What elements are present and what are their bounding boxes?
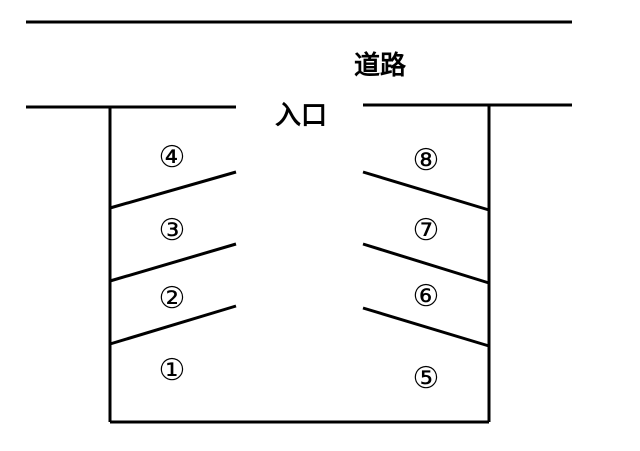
entrance-label: 入口 <box>275 101 327 131</box>
left-divider-bottom <box>109 304 237 346</box>
space-label-2: ② <box>159 281 186 316</box>
space-label-7: ⑦ <box>413 213 440 248</box>
left-divider-middle <box>109 242 237 283</box>
right-divider-top <box>362 170 490 212</box>
space-label-8: ⑧ <box>413 143 440 178</box>
right-divider-middle <box>362 242 490 285</box>
space-label-5: ⑤ <box>413 361 440 396</box>
space-label-1: ① <box>159 353 186 388</box>
right-divider-bottom <box>362 306 490 348</box>
space-label-6: ⑥ <box>413 279 440 314</box>
space-label-4: ④ <box>159 140 186 175</box>
space-label-3: ③ <box>159 213 186 248</box>
road-label: 道路 <box>354 50 407 81</box>
left-divider-top <box>109 170 237 210</box>
